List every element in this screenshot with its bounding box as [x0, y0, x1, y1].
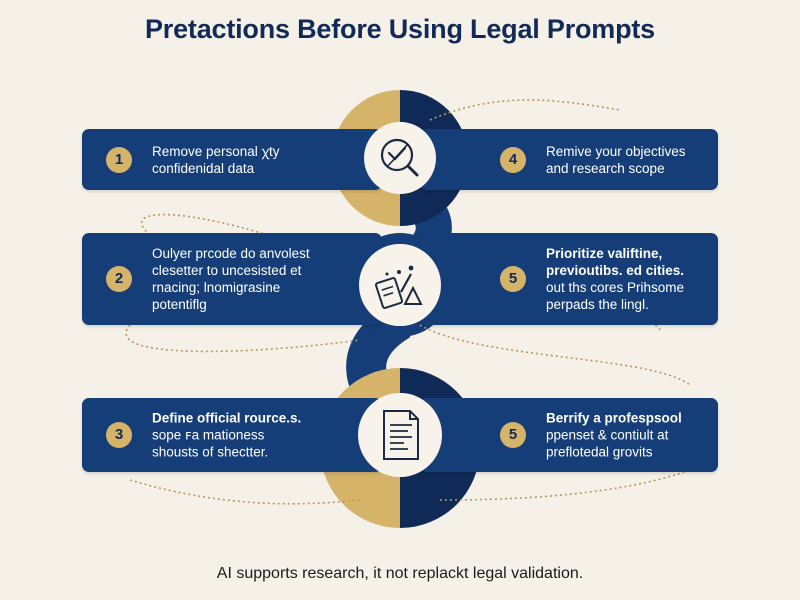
step-number: 2 [106, 266, 132, 292]
step-panel-1: 1 Remove personal ꭓty confidenidal data [82, 129, 382, 190]
step-panel-2: 2 Oulyer prcode do anvolest clesetter to… [82, 233, 382, 325]
step-panel-3: 3 Define official rource.s. sope ꜰa mati… [82, 398, 382, 472]
step-number: 4 [500, 146, 526, 173]
step-line: Define official rource.s. [152, 410, 302, 426]
footer-note: AI supports research, it not replackt le… [216, 565, 584, 582]
step-line: Oulyer prcode do anvolest [152, 246, 310, 261]
step-line: Remove personal ꭓty [152, 143, 280, 159]
dotted-line-bottom-right [439, 469, 691, 501]
step-panel-5a: 5 Prioritize valiftine, previoutibs. ed … [420, 233, 718, 325]
step-line: and research scope [546, 160, 665, 176]
step-line: preflotedal grovits [546, 444, 653, 460]
step-text: Prioritize valiftine, previoutibs. ed ci… [546, 245, 710, 313]
balance-gavel-icon [359, 244, 441, 326]
dotted-line-bottom [129, 479, 361, 505]
step-panel-4: 4 Remive your objectives and research sc… [420, 129, 718, 190]
step-text: Remove personal ꭓty confidenidal data [152, 143, 370, 177]
step-line: Remive your objectives [546, 143, 686, 159]
step-line: ppenset & contiult at [546, 427, 669, 443]
step-number: 3 [106, 422, 132, 448]
step-text: Remive your objectives and research scop… [546, 143, 710, 177]
step-line: shousts of shectter. [152, 444, 269, 460]
step-line: sope ꜰa mationess [152, 427, 265, 443]
step-line: Berrify a profespsool [546, 410, 682, 426]
step-line: previoutibs. ed cities. [546, 263, 685, 278]
step-line: clesetter to uncesisted et [152, 263, 302, 278]
step-line: out ths cores Prihsome [546, 280, 685, 295]
step-line: perpads the lingl. [546, 297, 649, 312]
step-line: Prioritize valiftine, [546, 246, 663, 261]
page-title: Pretactions Before Using Legal Prompts [144, 14, 655, 44]
dotted-line-lower-left [125, 324, 361, 353]
dotted-line-top [429, 99, 621, 121]
step-number: 1 [106, 146, 132, 173]
document-icon [358, 393, 442, 477]
step-text: Define official rource.s. sope ꜰa mation… [152, 410, 370, 461]
magnifier-check-icon [364, 122, 436, 194]
step-line: rnacing; lnomigrasine [152, 280, 281, 295]
step-number: 5 [500, 266, 526, 292]
step-text: Berrify a profespsool ppenset & contiult… [546, 410, 710, 461]
dotted-line-lower-right [419, 324, 691, 386]
step-number: 5 [500, 422, 526, 448]
step-panel-5b: 5 Berrify a profespsool ppenset & contiu… [420, 398, 718, 472]
step-line: confidenidal data [152, 160, 255, 176]
step-text: Oulyer prcode do anvolest clesetter to u… [152, 245, 370, 313]
step-line: potentiflg [152, 297, 207, 312]
